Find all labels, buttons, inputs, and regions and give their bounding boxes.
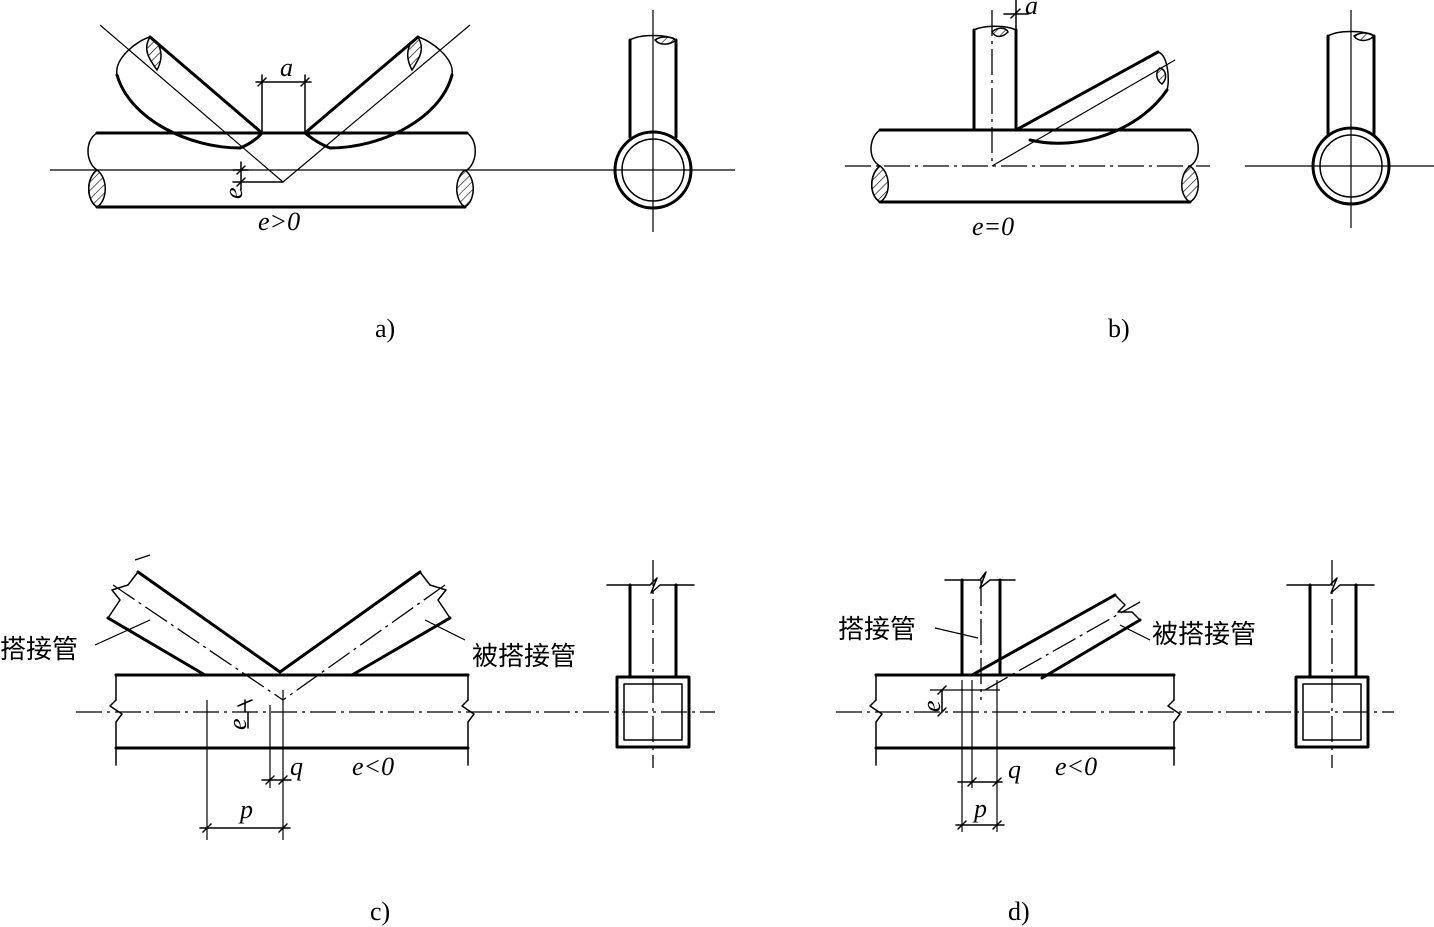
panel-c-dim-p: p [238,795,253,824]
panel-d-dimensions: e q p [917,680,1021,832]
panel-c-chord [76,673,715,766]
panel-b: a e=0 b) [845,0,1434,343]
panel-d-dim-q: q [1008,755,1021,784]
panel-d: 搭接管 被搭接管 e q p e<0 d) [836,560,1394,926]
panel-b-chord [845,128,1210,204]
panel-b-inclined-brace [991,50,1176,167]
panel-d-overlapped-label: 被搭接管 [1152,620,1256,650]
panel-d-dim-e: e [917,700,946,712]
panel-d-caption: d) [1008,897,1030,926]
panel-d-vertical-brace-overlapping [944,571,1016,700]
panel-d-dim-p: p [972,794,987,823]
panel-a: a e e>0 a) [50,10,735,343]
panel-c-dimensions: e q p [199,690,303,840]
panel-d-chord [836,673,1394,766]
panel-a-caption: a) [375,314,395,343]
panel-d-condition: e<0 [1055,752,1097,781]
panel-b-caption: b) [1108,314,1130,343]
panel-c-overlapping-label: 搭接管 [0,635,78,665]
panel-a-condition: e>0 [258,207,300,236]
panel-d-inclined-brace-overlapped [970,593,1142,691]
panel-a-left-brace [99,24,284,183]
panel-c-side-view [606,560,695,768]
panel-b-dim-a: a [1025,0,1038,20]
panel-c-overlapped-label: 被搭接管 [472,642,576,672]
panel-d-overlapping-label: 搭接管 [838,615,916,645]
panel-b-gap-dimension: a [1003,0,1038,31]
panel-a-dim-a: a [280,53,293,82]
panel-a-chord [50,131,735,209]
panel-c-dim-q: q [290,752,303,781]
panel-c-condition: e<0 [352,752,394,781]
panel-c: 搭接管 被搭接管 e q p e<0 c) [0,554,715,926]
panel-c-dim-e: e [223,718,252,730]
panel-d-leaders [934,624,1151,641]
panel-b-vertical-brace [972,10,1018,166]
panel-c-caption: c) [370,897,390,926]
panel-a-side-view [613,10,693,232]
panel-a-right-brace [282,24,471,183]
panel-c-leaders [94,619,466,646]
panel-c-left-brace-overlapping [106,554,284,701]
panel-b-condition: e=0 [972,212,1014,241]
panel-a-eccentricity-dimension: e [219,161,284,199]
panel-b-side-view [1245,10,1434,228]
panel-d-side-view [1286,560,1375,768]
panel-a-gap-dimension: a [255,53,312,134]
panel-c-right-brace-overlapped [278,570,452,701]
panel-a-dim-e: e [219,187,248,199]
